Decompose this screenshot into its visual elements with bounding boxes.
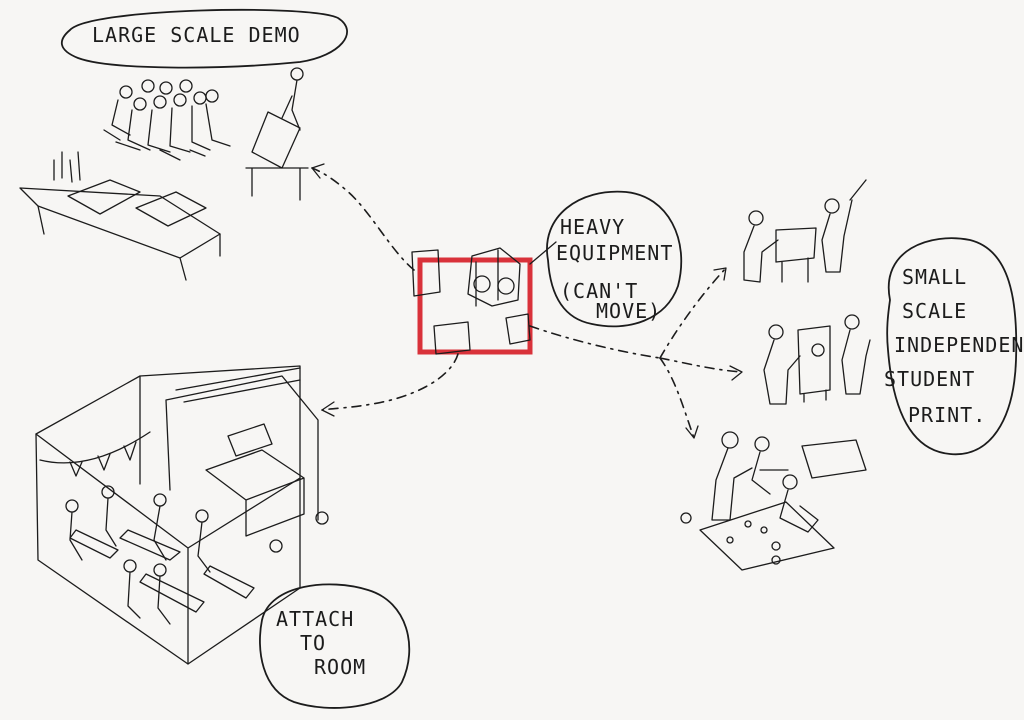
small-scale-scenes [680, 179, 871, 571]
attach-to-room-bubble: ATTACH TO ROOM [259, 583, 411, 709]
small-line-1: SMALL [902, 265, 967, 289]
heavy-line-3: (CAN'T [560, 279, 638, 303]
small-line-2: SCALE [902, 299, 967, 323]
equipment-sketch [411, 247, 531, 355]
attach-line-3: ROOM [314, 655, 366, 679]
attach-line-1: ATTACH [276, 607, 354, 631]
small-line-3: INDEPENDENT [894, 333, 1024, 357]
heavy-line-2: EQUIPMENT [556, 241, 673, 265]
large-scale-label: LARGE SCALE DEMO [92, 23, 301, 47]
heavy-line-1: HEAVY [560, 215, 625, 239]
large-demo-scene [19, 67, 309, 281]
large-scale-demo-bubble: LARGE SCALE DEMO [61, 8, 348, 69]
small-line-5: PRINT. [908, 403, 986, 427]
room-scene [35, 365, 329, 665]
flow-arrows [311, 163, 743, 439]
heavy-line-4: MOVE) [596, 299, 661, 323]
heavy-equipment-bubble: HEAVY EQUIPMENT (CAN'T MOVE) [529, 190, 683, 328]
attach-line-2: TO [300, 631, 326, 655]
small-scale-bubble: SMALL SCALE INDEPENDENT STUDENT PRINT. [884, 237, 1024, 456]
heavy-equipment-zone [411, 247, 533, 355]
small-line-4: STUDENT [884, 367, 975, 391]
